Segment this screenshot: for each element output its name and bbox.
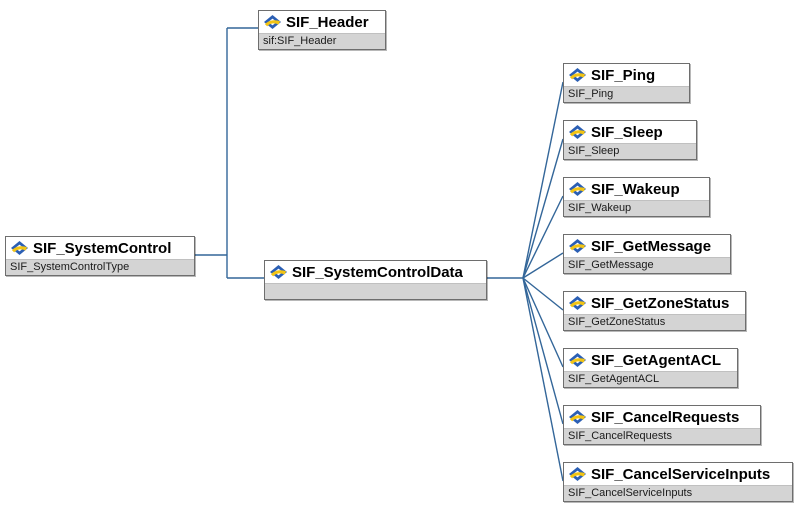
node-type [265,283,486,299]
node-title-row: SIF_GetMessage [564,235,730,257]
node-title: SIF_SystemControl [33,239,172,257]
node-type: SIF_GetMessage [564,257,730,273]
node-type: SIF_GetZoneStatus [564,314,745,330]
element-icon [264,15,281,29]
node-title: SIF_GetMessage [591,237,712,255]
node-title: SIF_CancelServiceInputs [591,465,771,483]
node-title-row: SIF_CancelRequests [564,406,760,428]
node-sif-ping[interactable]: SIF_Ping SIF_Ping [563,63,690,103]
element-icon [569,353,586,367]
node-title-row: SIF_GetAgentACL [564,349,737,371]
node-title: SIF_SystemControlData [292,263,463,281]
node-sif-getzonestatus[interactable]: SIF_GetZoneStatus SIF_GetZoneStatus [563,291,746,331]
node-sif-cancelrequests[interactable]: SIF_CancelRequests SIF_CancelRequests [563,405,761,445]
node-title-row: SIF_SystemControl [6,237,194,259]
node-title-row: SIF_CancelServiceInputs [564,463,792,485]
node-title: SIF_Ping [591,66,656,84]
node-title: SIF_Sleep [591,123,663,141]
node-sif-header[interactable]: SIF_Header sif:SIF_Header [258,10,386,50]
node-title: SIF_GetAgentACL [591,351,722,369]
element-icon [270,265,287,279]
node-type: SIF_Sleep [564,143,696,159]
node-title-row: SIF_GetZoneStatus [564,292,745,314]
node-sif-sleep[interactable]: SIF_Sleep SIF_Sleep [563,120,697,160]
node-sif-getmessage[interactable]: SIF_GetMessage SIF_GetMessage [563,234,731,274]
node-title-row: SIF_Header [259,11,385,33]
node-type: SIF_Wakeup [564,200,709,216]
node-sif-cancelserviceinputs[interactable]: SIF_CancelServiceInputs SIF_CancelServic… [563,462,793,502]
element-icon [569,68,586,82]
node-type: SIF_CancelServiceInputs [564,485,792,501]
element-icon [569,296,586,310]
element-icon [569,410,586,424]
node-sif-systemcontrol[interactable]: SIF_SystemControl SIF_SystemControlType [5,236,195,276]
node-title-row: SIF_Ping [564,64,689,86]
node-title: SIF_Wakeup [591,180,680,198]
element-icon [11,241,28,255]
element-icon [569,239,586,253]
node-type: SIF_SystemControlType [6,259,194,275]
node-type: sif:SIF_Header [259,33,385,49]
node-title: SIF_Header [286,13,369,31]
node-sif-wakeup[interactable]: SIF_Wakeup SIF_Wakeup [563,177,710,217]
node-title: SIF_GetZoneStatus [591,294,730,312]
node-title-row: SIF_Sleep [564,121,696,143]
node-title: SIF_CancelRequests [591,408,740,426]
node-type: SIF_CancelRequests [564,428,760,444]
element-icon [569,467,586,481]
node-sif-systemcontroldata[interactable]: SIF_SystemControlData [264,260,487,300]
node-title-row: SIF_SystemControlData [265,261,486,283]
element-icon [569,125,586,139]
element-icon [569,182,586,196]
node-sif-getagentacl[interactable]: SIF_GetAgentACL SIF_GetAgentACL [563,348,738,388]
node-type: SIF_GetAgentACL [564,371,737,387]
node-title-row: SIF_Wakeup [564,178,709,200]
node-type: SIF_Ping [564,86,689,102]
